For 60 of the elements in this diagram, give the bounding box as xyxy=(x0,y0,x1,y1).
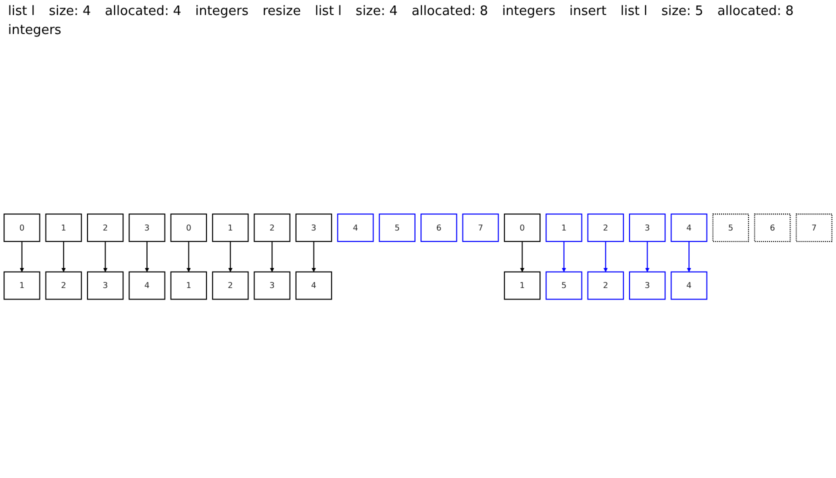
node-box: 1 xyxy=(212,214,249,242)
label-text: resize xyxy=(262,4,301,19)
node-box: 6 xyxy=(420,214,458,242)
label-text: allocated: 4 xyxy=(104,4,182,19)
label-text: list l xyxy=(8,4,35,19)
node-box: 3 xyxy=(128,214,166,242)
arrow xyxy=(686,242,692,272)
arrow xyxy=(603,242,608,272)
node-box: 2 xyxy=(587,214,624,242)
node-box: 1 xyxy=(170,272,207,300)
arrow xyxy=(312,242,316,272)
node-box: 3 xyxy=(629,214,666,242)
arrow xyxy=(562,242,566,272)
node-box: 3 xyxy=(295,214,332,242)
node-box: 4 xyxy=(128,272,166,300)
node-box: 1 xyxy=(546,214,582,242)
label-text: integers xyxy=(502,4,556,19)
label-text: allocated: 8 xyxy=(412,4,488,19)
node-box: 7 xyxy=(796,214,832,242)
node-box: 4 xyxy=(337,214,374,242)
arrow xyxy=(228,242,233,272)
node-box: 2 xyxy=(587,272,624,300)
label-text: integers xyxy=(8,23,62,38)
node-box: 3 xyxy=(629,272,666,300)
node-box: 7 xyxy=(462,214,499,242)
label-text: integers xyxy=(195,4,249,19)
node-box: 1 xyxy=(45,214,82,242)
label-text: size: 4 xyxy=(356,4,398,19)
node-box: 1 xyxy=(504,272,541,300)
node-box: 0 xyxy=(170,214,207,242)
label-text: size: 5 xyxy=(661,4,704,19)
label-text: insert xyxy=(569,4,606,19)
node-box: 5 xyxy=(712,214,750,242)
node-box: 5 xyxy=(378,214,416,242)
label-text: list l xyxy=(314,4,342,19)
node-box: 3 xyxy=(86,272,124,300)
node-box: 4 xyxy=(295,272,332,300)
arrow xyxy=(20,242,24,272)
node-box: 2 xyxy=(212,272,249,300)
node-box: 0 xyxy=(504,214,541,242)
arrow xyxy=(144,242,150,272)
label-text: allocated: 8 xyxy=(717,4,794,19)
label-text: list l xyxy=(620,4,648,19)
arrow xyxy=(270,242,274,272)
arrow xyxy=(103,242,108,272)
node-box: 0 xyxy=(4,214,40,242)
arrow xyxy=(61,242,66,272)
node-box: 4 xyxy=(670,214,708,242)
node-box: 3 xyxy=(254,272,290,300)
arrow xyxy=(520,242,524,272)
node-box: 2 xyxy=(86,214,124,242)
node-box: 2 xyxy=(254,214,290,242)
node-box: 2 xyxy=(45,272,82,300)
label-text: size: 4 xyxy=(48,4,91,19)
node-box: 1 xyxy=(4,272,40,300)
node-box: 5 xyxy=(546,272,582,300)
node-box: 4 xyxy=(670,272,708,300)
node-box: 6 xyxy=(754,214,791,242)
arrow xyxy=(645,242,650,272)
arrow xyxy=(186,242,191,272)
